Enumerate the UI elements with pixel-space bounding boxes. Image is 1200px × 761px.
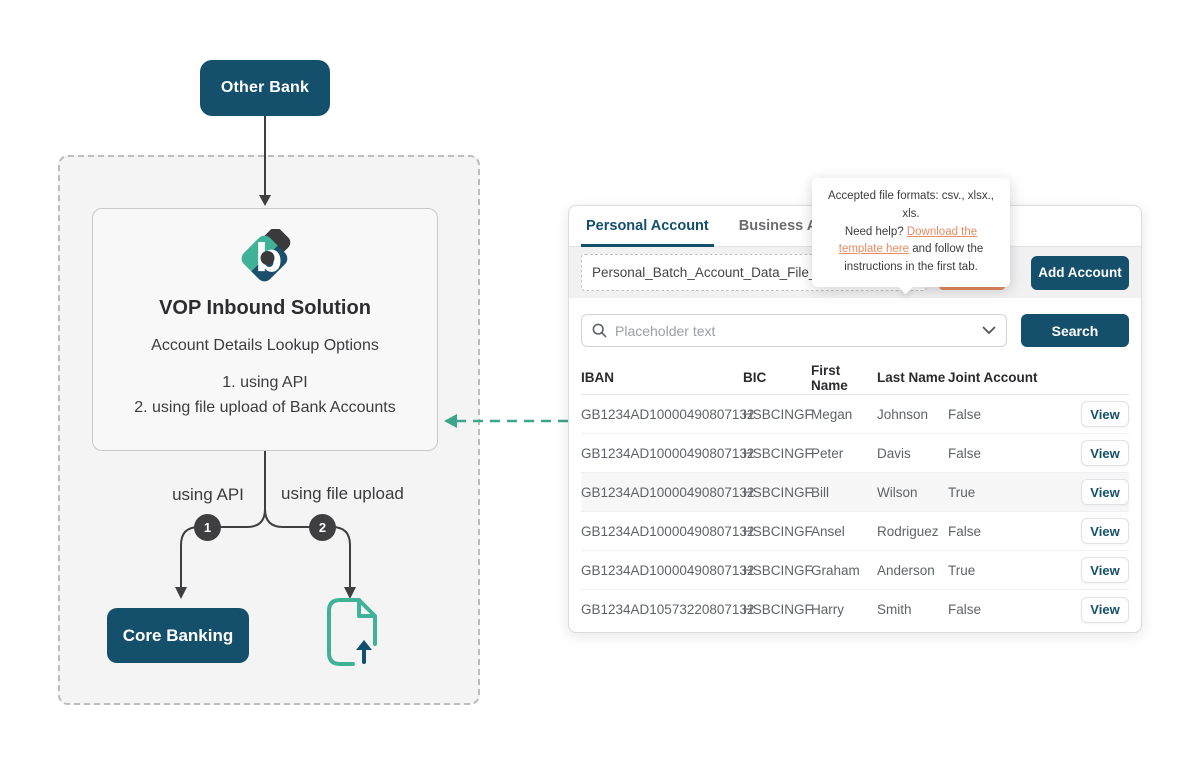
cell-first: Harry xyxy=(811,602,844,617)
selected-file-name: Personal_Batch_Account_Data_File_Templat… xyxy=(592,265,859,280)
cell-joint: False xyxy=(948,445,982,461)
branch-label-file-upload: using file upload xyxy=(281,484,404,503)
search-input[interactable] xyxy=(615,322,982,339)
add-account-button[interactable]: Add Account xyxy=(1031,255,1129,290)
search-icon xyxy=(592,323,607,338)
cell-iban: GB1234AD10000490807132 xyxy=(581,484,755,500)
core-banking-label: Core Banking xyxy=(122,625,234,645)
branch-number-2: 2 xyxy=(309,514,336,541)
cell-first: Bill xyxy=(811,484,830,500)
tooltip-pre-link: Need help? xyxy=(844,225,907,238)
solution-title: VOP Inbound Solution xyxy=(159,297,371,319)
cell-last: Davis xyxy=(877,445,911,461)
solution-option-1: 1. using API xyxy=(222,374,308,391)
cell-bic: HSBCINGF xyxy=(743,602,813,617)
search-button[interactable]: Search xyxy=(1021,314,1129,347)
view-button[interactable]: View xyxy=(1081,479,1129,505)
view-button[interactable]: View xyxy=(1081,401,1129,427)
branch-number-1: 1 xyxy=(194,514,221,541)
download-template-link[interactable]: Download the template here xyxy=(838,225,978,256)
table-row: GB1234AD10000490807132 HSBCINGF Megan Jo… xyxy=(581,395,1129,434)
search-toolbar: Search xyxy=(569,298,1141,347)
chevron-down-icon[interactable] xyxy=(982,326,996,335)
tooltip-line1: Accepted file formats: csv., xlsx., xls. xyxy=(828,190,994,220)
table-body: GB1234AD10000490807132 HSBCINGF Megan Jo… xyxy=(581,395,1129,629)
header-iban: IBAN xyxy=(581,370,614,385)
cell-bic: HSBCINGF xyxy=(743,445,813,461)
cell-bic: HSBCINGF xyxy=(743,562,813,578)
cell-joint: False xyxy=(948,406,982,422)
header-first-name: First Name xyxy=(811,362,848,393)
cell-first: Ansel xyxy=(811,523,845,539)
cell-last: Anderson xyxy=(877,562,935,578)
table-row: GB1234AD10000490807132 HSBCINGF Ansel Ro… xyxy=(581,512,1129,551)
table-row: GB1234AD10000490807132 HSBCINGF Peter Da… xyxy=(581,434,1129,473)
other-bank-label: Other Bank xyxy=(220,79,310,96)
cell-bic: HSBCINGF xyxy=(743,484,813,500)
header-last-name: Last Name xyxy=(877,370,946,385)
view-button[interactable]: View xyxy=(1081,440,1129,466)
cell-iban: GB1234AD10000490807132 xyxy=(581,406,755,422)
solution-option-2: 2. using file upload of Bank Accounts xyxy=(134,398,396,416)
table-row: GB1234AD10000490807132 HSBCINGF Graham A… xyxy=(581,551,1129,590)
cell-joint: True xyxy=(948,484,976,500)
cell-last: Wilson xyxy=(877,484,918,500)
cell-first: Peter xyxy=(811,445,844,461)
cell-iban: GB1234AD10000490807132 xyxy=(581,562,755,578)
cell-first: Megan xyxy=(811,406,853,422)
vop-logo-icon: b xyxy=(241,229,291,282)
cell-joint: False xyxy=(948,523,982,539)
view-button[interactable]: View xyxy=(1081,518,1129,544)
table-row: GB1234AD10573220807132 HSBCINGF Harry Sm… xyxy=(581,590,1129,629)
tab-personal-account[interactable]: Personal Account xyxy=(581,218,714,247)
core-banking-node: Core Banking xyxy=(107,608,249,663)
cell-bic: HSBCINGF xyxy=(743,523,813,539)
vop-solution-node: b VOP Inbound Solution Account Details L… xyxy=(92,208,438,451)
tooltip-post-link: and follow the instructions in the first… xyxy=(844,243,984,274)
branch-label-api: using API xyxy=(172,485,244,504)
view-button[interactable]: View xyxy=(1081,557,1129,583)
account-management-panel: Personal Account Business Account Person… xyxy=(568,205,1142,633)
cell-last: Rodriguez xyxy=(877,523,939,539)
cell-iban: GB1234AD10000490807132 xyxy=(581,445,755,461)
cell-last: Smith xyxy=(877,602,912,617)
upload-help-tooltip: Accepted file formats: csv., xlsx., xls.… xyxy=(812,178,1010,295)
cell-bic: HSBCINGF xyxy=(743,406,813,422)
file-upload-icon xyxy=(327,598,377,666)
solution-subtitle: Account Details Lookup Options xyxy=(151,337,379,354)
view-button[interactable]: View xyxy=(1081,596,1129,623)
cell-iban: GB1234AD10000490807132 xyxy=(581,523,755,539)
cell-joint: True xyxy=(948,562,976,578)
cell-first: Graham xyxy=(811,562,860,578)
other-bank-node: Other Bank xyxy=(200,60,330,116)
table-row: GB1234AD10000490807132 HSBCINGF Bill Wil… xyxy=(581,473,1129,512)
search-box[interactable] xyxy=(581,314,1007,347)
cell-iban: GB1234AD10573220807132 xyxy=(581,602,755,617)
header-bic: BIC xyxy=(743,370,767,385)
table-header-row: IBAN BIC First Name Last Name Joint Acco… xyxy=(581,361,1129,395)
header-joint-account: Joint Account xyxy=(948,370,1038,385)
accounts-table: IBAN BIC First Name Last Name Joint Acco… xyxy=(569,361,1141,629)
cell-last: Johnson xyxy=(877,406,929,422)
cell-joint: False xyxy=(948,602,982,617)
